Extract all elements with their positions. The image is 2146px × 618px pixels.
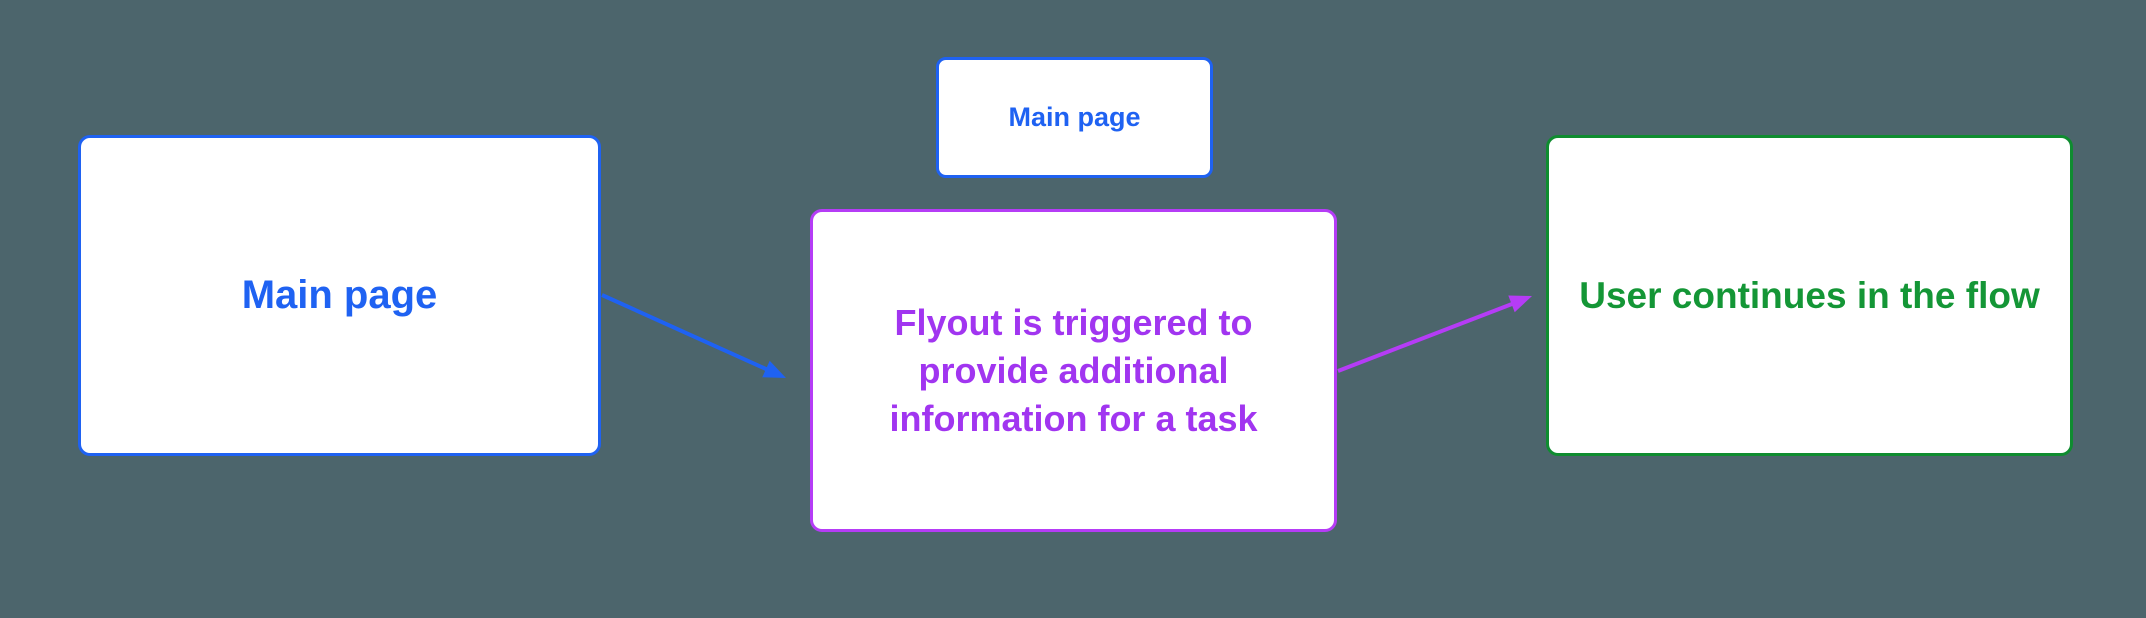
arrow-flyout-to-continue bbox=[1337, 295, 1532, 373]
arrow-main-to-flyout-line bbox=[601, 293, 768, 372]
arrow-main-to-flyout-arrowhead-icon bbox=[762, 360, 786, 378]
node-flyout-label: Flyout is triggered to provide additiona… bbox=[889, 299, 1257, 443]
node-flyout-label-line: Flyout is triggered to bbox=[894, 301, 1253, 343]
node-main-page-small-label: Main page bbox=[1008, 102, 1141, 132]
node-user-continues[interactable]: User continues in the flow bbox=[1546, 135, 2073, 456]
node-flyout-label-line: provide additional bbox=[918, 349, 1229, 391]
arrow-flyout-to-continue-line bbox=[1337, 302, 1513, 373]
node-main-page-small[interactable]: Main page bbox=[936, 57, 1213, 178]
node-flyout-triggered[interactable]: Flyout is triggered to provide additiona… bbox=[810, 209, 1337, 532]
node-flyout-label-line: information for a task bbox=[889, 397, 1258, 439]
node-user-continues-label: User continues in the flow bbox=[1579, 274, 2040, 316]
arrow-flyout-to-continue-arrowhead-icon bbox=[1508, 295, 1532, 313]
node-main-page-label: Main page bbox=[241, 273, 438, 317]
node-main-page[interactable]: Main page bbox=[78, 135, 601, 456]
arrow-main-to-flyout bbox=[601, 293, 786, 378]
